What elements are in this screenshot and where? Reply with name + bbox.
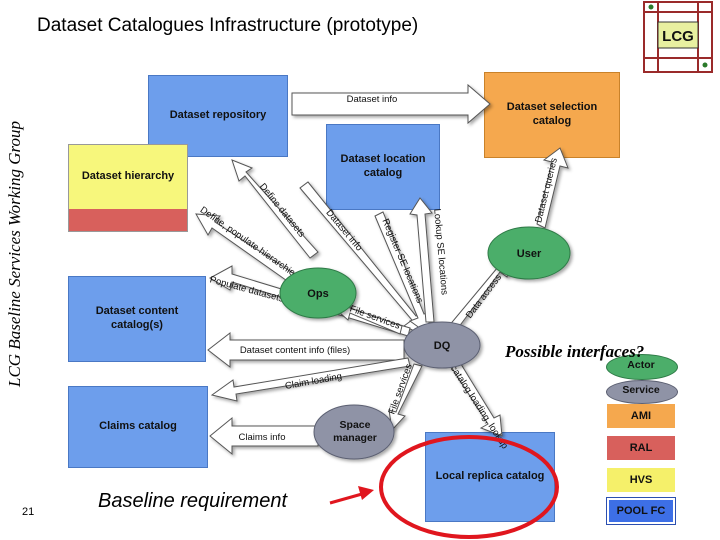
user-node <box>487 226 571 280</box>
dq-label: DQ <box>434 340 451 352</box>
arrow-file-services-lower <box>388 363 423 432</box>
arrow-dataset-info-top <box>291 83 491 125</box>
arrow-define-datasets <box>231 159 319 259</box>
space-manager-label-wrap: Space manager <box>320 416 390 448</box>
arrow-claims-info <box>209 416 319 456</box>
legend-hvs-label: HVS <box>629 474 653 486</box>
label-dataset-info-top: Dataset info <box>347 94 398 105</box>
dataset-location-catalog-label: Dataset location catalog <box>340 153 426 179</box>
local-replica-catalog-label: Local replica catalog <box>435 470 545 483</box>
legend-actor: Actor <box>606 354 676 378</box>
arrow-define-populate-hierarchies <box>195 213 306 291</box>
legend-ami: AMI <box>607 404 675 428</box>
lcg-logo-graphic: LCG <box>643 1 713 73</box>
dataset-location-catalog-box: Dataset location catalog <box>326 124 440 210</box>
dataset-content-catalogs-label: Dataset content catalog(s) <box>95 305 179 331</box>
legend-pool-fc: POOL FC <box>606 497 676 525</box>
dataset-repository-label: Dataset repository <box>169 109 267 122</box>
claims-catalog-label: Claims catalog <box>99 420 177 433</box>
logo-text: LCG <box>662 28 694 45</box>
arrow-lookup-se-locations <box>409 197 435 323</box>
dataset-hierarchy-box: Dataset hierarchy <box>68 144 188 232</box>
dataset-hierarchy-label: Dataset hierarchy <box>81 170 175 183</box>
legend-ral: RAL <box>607 436 675 460</box>
label-dataset-content-info: Dataset content info (files) <box>240 345 350 356</box>
arrow-dataset-content-info <box>207 331 405 369</box>
local-replica-catalog-box: Local replica catalog <box>425 432 555 522</box>
user-label: User <box>517 248 542 260</box>
highlight-arrow-shaft <box>329 492 363 505</box>
dataset-content-catalogs-box: Dataset content catalog(s) <box>68 276 206 362</box>
highlight-arrow-head <box>358 486 374 500</box>
claims-catalog-box: Claims catalog <box>68 386 208 468</box>
arrow-claim-loading <box>210 357 411 402</box>
arrow-dataset-queries <box>536 147 569 229</box>
arrow-local-catalog-loading <box>447 355 503 437</box>
legend-pool-fc-label: POOL FC <box>616 505 666 517</box>
page-number: 21 <box>22 506 35 518</box>
legend-ami-label: AMI <box>630 410 652 422</box>
dataset-selection-catalog-label: Dataset selection catalog <box>506 101 598 127</box>
ops-node <box>279 267 357 319</box>
legend-service-label: Service <box>622 384 660 397</box>
dq-node <box>403 321 481 369</box>
dataset-selection-catalog-box: Dataset selection catalog <box>484 72 620 158</box>
highlight-circle <box>379 435 559 539</box>
legend-hvs: HVS <box>607 468 675 492</box>
legend-service: Service <box>606 380 676 402</box>
dataset-hierarchy-lower <box>69 209 187 231</box>
baseline-requirement-text: Baseline requirement <box>98 490 287 512</box>
possible-interfaces-heading: Possible interfaces? <box>505 342 645 361</box>
space-manager-label: Space manager <box>333 418 377 444</box>
lcg-logo: LCG <box>638 0 718 76</box>
legend-actor-oval <box>606 354 678 380</box>
space-manager-node <box>313 404 395 460</box>
label-claims-info: Claims info <box>239 432 286 443</box>
dataset-repository-box: Dataset repository <box>148 75 288 157</box>
legend-ral-label: RAL <box>629 442 653 454</box>
ops-label: Ops <box>307 288 328 300</box>
dataset-hierarchy-upper: Dataset hierarchy <box>69 145 187 209</box>
legend-actor-label: Actor <box>627 359 655 372</box>
legend-service-oval <box>606 380 678 404</box>
slide-title: Dataset Catalogues Infrastructure (proto… <box>37 15 419 36</box>
